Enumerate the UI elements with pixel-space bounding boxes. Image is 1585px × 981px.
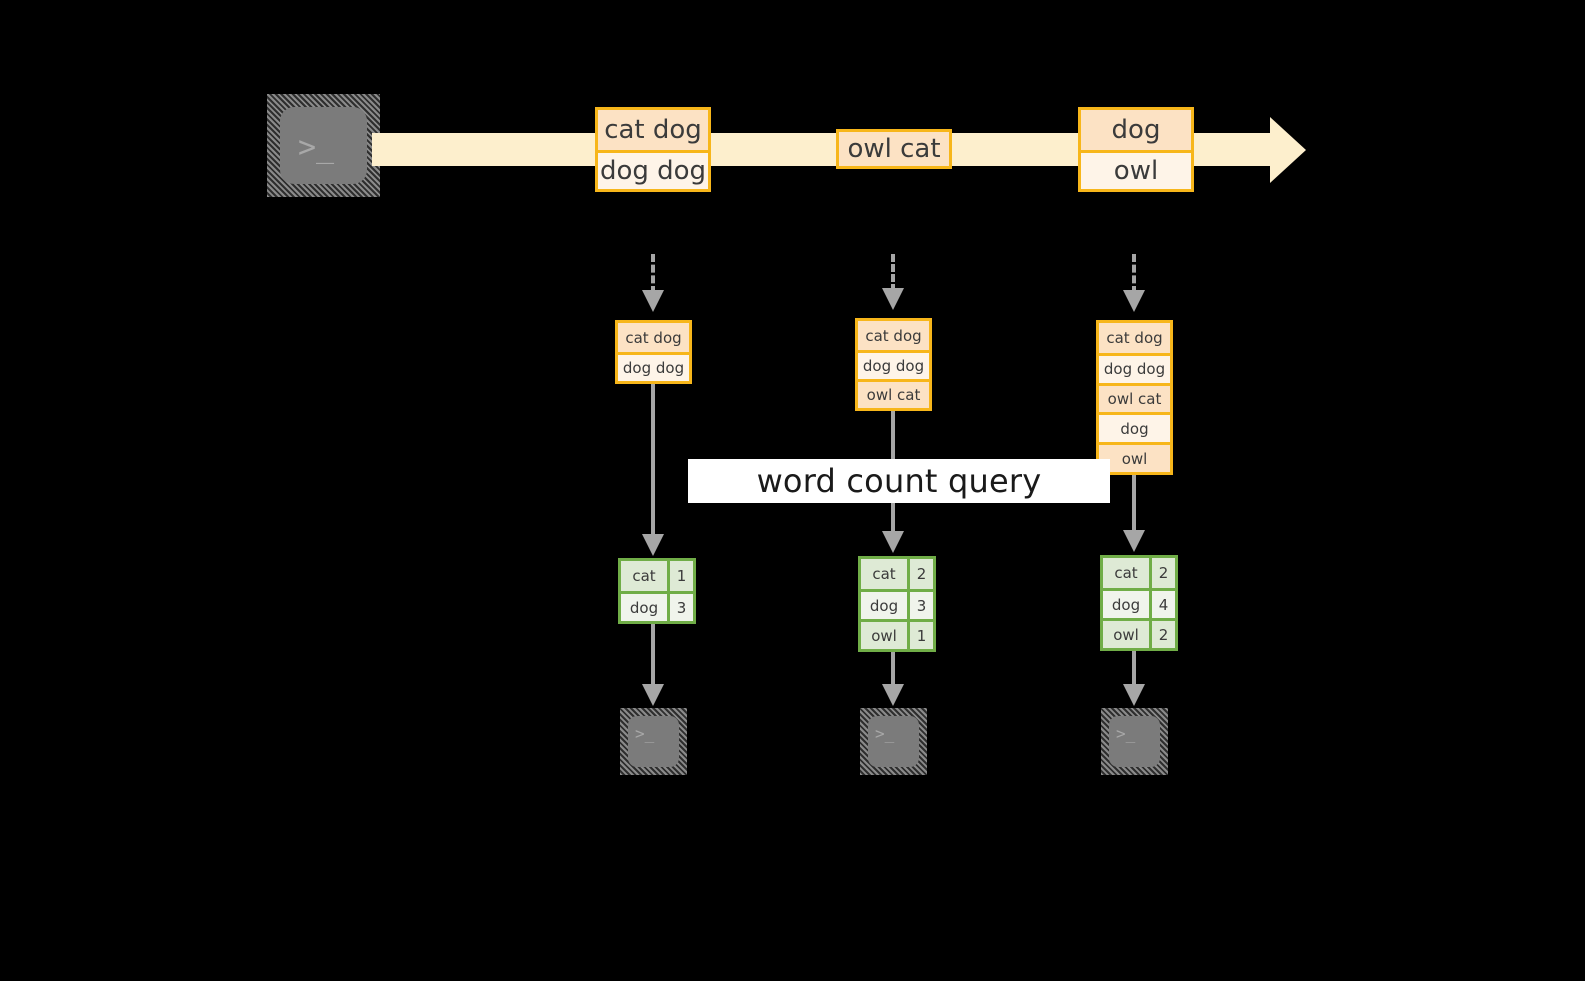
stream-arrow-head [1270, 117, 1306, 183]
snapshot-3-query-arrowhead [1123, 530, 1145, 552]
snapshot-1-result-table: cat 1 dog 3 [618, 558, 696, 624]
input-line: dog dog [1099, 352, 1170, 383]
terminal-screen: >_ [868, 716, 919, 767]
snapshot-1-sink-terminal-icon: >_ [620, 708, 687, 775]
snapshot-3-dashed-connector [1132, 254, 1136, 294]
snapshot-3-input-box: cat dog dog dog owl cat dog owl [1096, 320, 1173, 475]
input-line: dog [1099, 412, 1170, 443]
table-cell-key: cat [1103, 558, 1149, 588]
table-row: dog 3 [621, 591, 693, 621]
table-cell-value: 4 [1149, 591, 1175, 618]
input-line: owl [1099, 442, 1170, 472]
record-line: dog dog [598, 149, 708, 189]
record-line: cat dog [598, 110, 708, 150]
table-cell-key: dog [621, 594, 667, 621]
table-cell-value: 2 [1149, 621, 1175, 648]
snapshot-2-input-box: cat dog dog dog owl cat [855, 318, 932, 411]
snapshot-1-sink-arrowhead [642, 684, 664, 706]
stream-record-1: cat dog dog dog [595, 107, 711, 192]
snapshot-1-query-arrowhead [642, 534, 664, 556]
stream-record-2: owl cat [836, 129, 952, 169]
snapshot-2-query-arrowhead [882, 531, 904, 553]
table-row: cat 2 [861, 559, 933, 589]
terminal-screen: >_ [1109, 716, 1160, 767]
snapshot-3-sink-arrowhead [1123, 684, 1145, 706]
table-cell-key: cat [861, 559, 907, 589]
snapshot-2-dashed-connector [891, 254, 895, 292]
table-cell-value: 2 [907, 559, 933, 589]
terminal-screen: >_ [280, 107, 367, 184]
snapshot-1-dashed-connector [651, 254, 655, 294]
snapshot-2-dashed-arrowhead [882, 288, 904, 310]
snapshot-3-result-table: cat 2 dog 4 owl 2 [1100, 555, 1178, 651]
table-cell-key: owl [1103, 621, 1149, 648]
table-row: dog 3 [861, 589, 933, 619]
snapshot-1-sink-connector [651, 624, 655, 686]
table-cell-value: 3 [907, 592, 933, 619]
snapshot-3-query-connector [1132, 475, 1136, 532]
input-line: dog dog [618, 352, 689, 381]
snapshot-1-query-connector [651, 384, 655, 536]
snapshot-2-sink-arrowhead [882, 684, 904, 706]
query-label-text: word count query [756, 462, 1042, 500]
table-cell-value: 3 [667, 594, 693, 621]
snapshot-2-result-table: cat 2 dog 3 owl 1 [858, 556, 936, 652]
input-line: owl cat [1099, 382, 1170, 413]
snapshot-3-sink-terminal-icon: >_ [1101, 708, 1168, 775]
record-line: dog [1081, 110, 1191, 150]
snapshot-2-sink-connector [891, 652, 895, 686]
terminal-prompt-glyph: >_ [635, 724, 655, 743]
input-line: dog dog [858, 350, 929, 379]
snapshot-3-dashed-arrowhead [1123, 290, 1145, 312]
terminal-prompt-glyph: >_ [1116, 724, 1136, 743]
table-row: dog 4 [1103, 588, 1175, 618]
table-row: cat 1 [621, 561, 693, 591]
snapshot-1-input-box: cat dog dog dog [615, 320, 692, 384]
record-line: owl cat [839, 132, 949, 166]
table-row: cat 2 [1103, 558, 1175, 588]
snapshot-3-sink-connector [1132, 651, 1136, 686]
table-cell-value: 1 [907, 622, 933, 649]
input-line: owl cat [858, 379, 929, 408]
table-cell-key: dog [1103, 591, 1149, 618]
terminal-prompt-glyph: >_ [875, 724, 895, 743]
snapshot-2-sink-terminal-icon: >_ [860, 708, 927, 775]
record-line: owl [1081, 149, 1191, 189]
table-cell-key: owl [861, 622, 907, 649]
table-cell-value: 2 [1149, 558, 1175, 588]
input-line: cat dog [618, 323, 689, 352]
query-label-band: word count query [688, 459, 1110, 503]
table-cell-key: cat [621, 561, 667, 591]
source-terminal-icon: >_ [267, 94, 380, 197]
table-row: owl 1 [861, 619, 933, 649]
terminal-prompt-glyph: >_ [298, 130, 335, 165]
table-row: owl 2 [1103, 618, 1175, 648]
input-line: cat dog [1099, 323, 1170, 353]
stream-record-3: dog owl [1078, 107, 1194, 192]
snapshot-1-dashed-arrowhead [642, 290, 664, 312]
terminal-screen: >_ [628, 716, 679, 767]
table-cell-key: dog [861, 592, 907, 619]
input-line: cat dog [858, 321, 929, 350]
table-cell-value: 1 [667, 561, 693, 591]
